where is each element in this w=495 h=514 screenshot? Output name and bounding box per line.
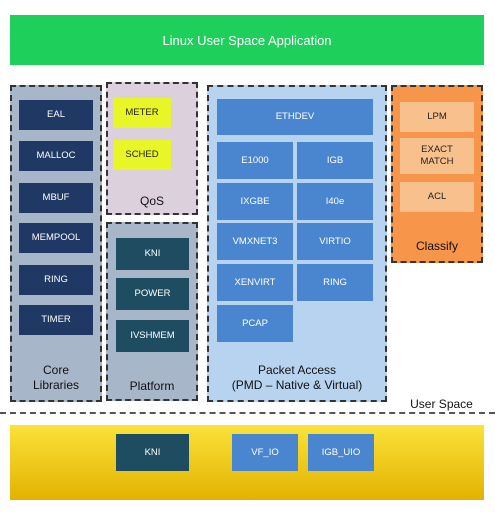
platform-item-ivshmem: IVSHMEM <box>116 320 189 352</box>
user-space-label: User Space <box>410 396 473 411</box>
qos-item-meter: METER <box>113 98 171 128</box>
platform-label: Platform <box>129 378 175 393</box>
packet-item-xenvirt: XENVIRT <box>217 264 293 301</box>
classify-label: Classify <box>415 238 458 253</box>
packet-item-virtio: VIRTIO <box>297 223 373 260</box>
application-bar: Linux User Space Application <box>10 15 484 65</box>
core-item-ring: RING <box>19 265 93 295</box>
packet-item-ethdev: ETHDEV <box>217 99 373 135</box>
packet-item-pcap: PCAP <box>217 305 293 342</box>
application-title: Linux User Space Application <box>162 32 332 48</box>
kernel-item-kni: KNI <box>116 434 189 471</box>
packet-access-label: Packet Access (PMD – Native & Virtual) <box>231 363 363 392</box>
packet-item-i40e: I40e <box>297 183 373 220</box>
classify-item-exact-match: EXACT MATCH <box>400 138 474 174</box>
packet-item-vmxnet3: VMXNET3 <box>217 223 293 260</box>
packet-item-ring: RING <box>297 264 373 301</box>
classify-item-acl: ACL <box>400 182 474 212</box>
kernel-item-igb-uio: IGB_UIO <box>308 434 374 471</box>
platform-item-kni: KNI <box>116 238 189 270</box>
core-libraries-label: Core Libraries <box>32 363 80 392</box>
packet-item-e1000: E1000 <box>217 142 293 179</box>
packet-item-ixgbe: IXGBE <box>217 183 293 220</box>
platform-item-power: POWER <box>116 278 189 310</box>
core-item-timer: TIMER <box>19 305 93 335</box>
core-item-mempool: MEMPOOL <box>19 223 93 253</box>
core-item-eal: EAL <box>19 100 93 130</box>
classify-item-lpm: LPM <box>400 102 474 132</box>
user-kernel-separator <box>0 412 495 414</box>
core-item-malloc: MALLOC <box>19 141 93 171</box>
core-item-mbuf: MBUF <box>19 183 93 213</box>
qos-label: QoS <box>139 193 164 208</box>
kernel-item-vf-io: VF_IO <box>232 434 298 471</box>
packet-item-igb: IGB <box>297 142 373 179</box>
qos-item-sched: SCHED <box>113 140 171 170</box>
